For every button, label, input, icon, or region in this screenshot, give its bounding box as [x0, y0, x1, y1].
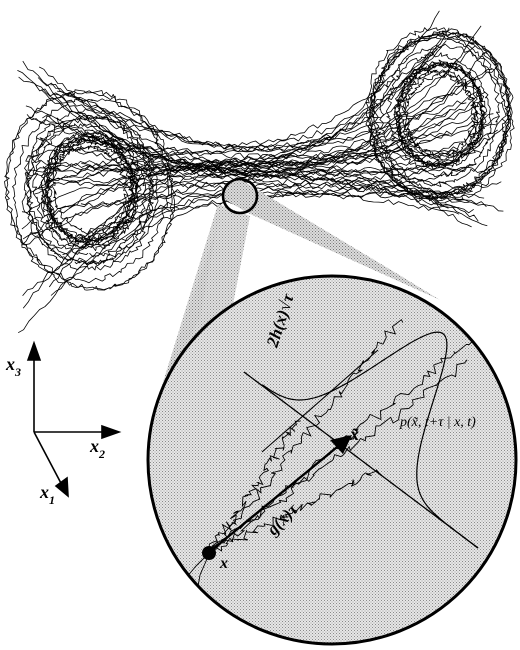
axis-x1	[34, 432, 63, 487]
axis-label-x2: x2	[89, 436, 105, 461]
axis-x1-arrow	[56, 478, 68, 496]
end-point-label: x̃	[349, 424, 359, 444]
coordinate-axes	[28, 343, 119, 496]
attractor-trajectories	[5, 11, 515, 333]
axis-label-x3: x3	[5, 354, 21, 379]
attractor-strand	[38, 49, 437, 146]
start-point-dot	[202, 546, 216, 560]
inset-circle-bg	[148, 276, 516, 644]
density-label: p(x̃, t+τ | x, t)	[399, 415, 476, 430]
start-point-label: x	[219, 555, 228, 572]
axis-label-x1: x1	[39, 482, 55, 507]
axis-x2-arrow	[102, 426, 119, 438]
axis-x3-arrow	[28, 343, 40, 360]
